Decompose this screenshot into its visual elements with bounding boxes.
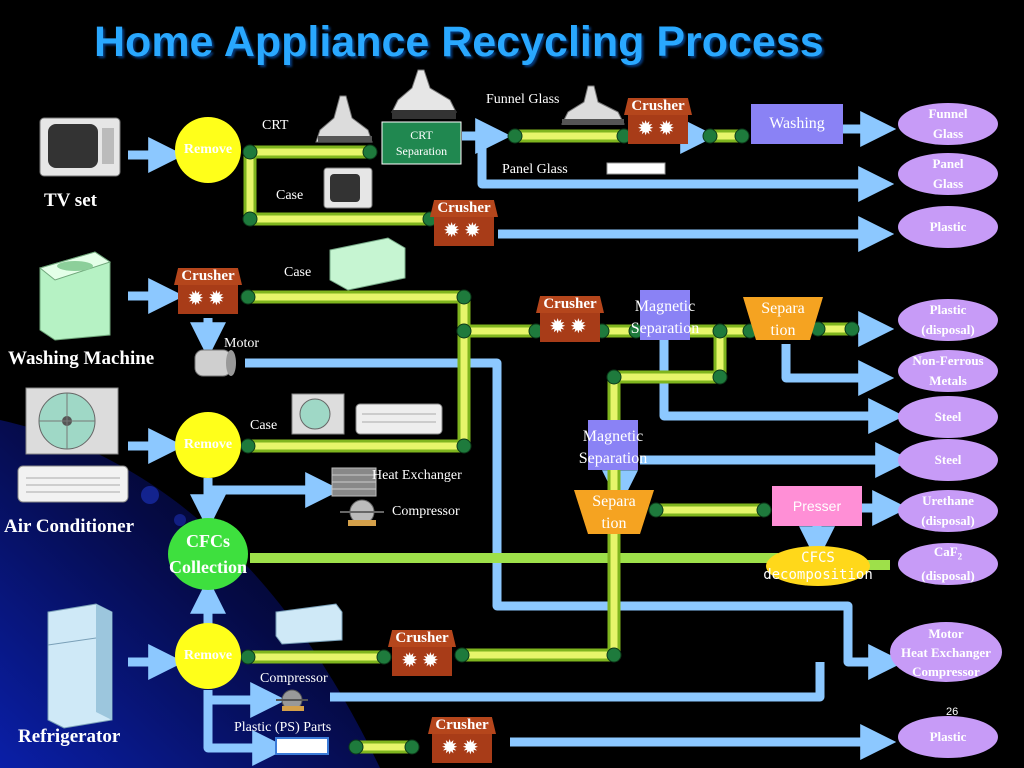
crt-separation-box xyxy=(381,121,462,165)
label-plastic-ps: Plastic (PS) Parts xyxy=(234,720,332,735)
label-air-conditioner: Air Conditioner xyxy=(4,516,135,537)
ac-outdoor-illustration xyxy=(25,387,119,455)
washing-box xyxy=(751,104,843,144)
label-compressor-fridge: Compressor xyxy=(260,671,328,686)
compressor-icon xyxy=(340,499,384,526)
label-compressor-ac: Compressor xyxy=(392,504,460,519)
output-caf2: CaF2(disposal) xyxy=(898,543,998,585)
label-case-ac: Case xyxy=(250,418,278,433)
label-funnel-glass: Funnel Glass xyxy=(486,92,560,107)
output-plastic-2: Plastic xyxy=(898,716,998,758)
label-refrigerator: Refrigerator xyxy=(18,726,121,747)
label-case-tv: Case xyxy=(276,188,304,203)
conveyor-belts xyxy=(240,128,860,755)
tv-illustration xyxy=(39,117,121,177)
label-washing-machine: Washing Machine xyxy=(8,348,155,369)
fridge-compressor-icon xyxy=(276,689,308,711)
output-plastic-1: Plastic xyxy=(898,206,998,248)
label-crt: CRT xyxy=(262,118,289,133)
crt-funnel-icon xyxy=(315,95,373,143)
crusher-washer: Crusher✹✹ xyxy=(174,268,242,314)
motor-icon xyxy=(194,349,236,377)
presser-box xyxy=(772,486,862,526)
label-tv-set: TV set xyxy=(44,190,97,211)
separation-funnel-2 xyxy=(574,490,654,534)
washer-case-icon xyxy=(329,237,406,291)
label-motor: Motor xyxy=(224,336,259,351)
output-urethane: Urethane(disposal) xyxy=(898,490,998,532)
magnetic-separation-box-2 xyxy=(588,420,638,470)
crusher-fridge: Crusher✹✹ xyxy=(388,630,456,676)
remove-station-tv: Remove xyxy=(175,117,241,183)
label-panel-glass: Panel Glass xyxy=(502,162,568,177)
heat-exchanger-icon xyxy=(331,467,377,497)
separation-funnel-1 xyxy=(743,297,823,340)
presser-label: Presser xyxy=(792,498,842,514)
washing-label: Washing xyxy=(769,115,825,132)
ac-case-icon xyxy=(291,393,443,435)
output-steel-2: Steel xyxy=(898,439,998,481)
washer-illustration xyxy=(38,251,112,341)
cfcs-collection-circle xyxy=(168,518,248,590)
output-plastic-disposal: Plastic(disposal) xyxy=(898,299,998,341)
funnel-glass-icon xyxy=(561,85,625,125)
cfcs-decomposition-ellipse xyxy=(766,546,870,586)
fridge-illustration xyxy=(47,603,113,729)
tv-case-icon xyxy=(323,167,373,209)
label-case-washer: Case xyxy=(284,265,312,280)
remove-station-fridge: Remove xyxy=(175,623,241,689)
crusher-tv-case: Crusher✹✹ xyxy=(430,200,498,246)
magnetic-separation-box-1 xyxy=(640,290,690,340)
ac-indoor-illustration xyxy=(17,465,129,503)
remove-station-ac: Remove xyxy=(175,412,241,478)
panel-glass-icon xyxy=(606,162,666,175)
output-steel-1: Steel xyxy=(898,396,998,438)
crusher-main: Crusher✹✹ xyxy=(536,296,604,342)
crusher-plastic: Crusher✹✹ xyxy=(428,717,496,763)
crusher-funnel-glass: Crusher✹✹ xyxy=(624,98,692,144)
plastic-parts-icon xyxy=(275,737,329,755)
page-number: 26 xyxy=(946,706,959,718)
label-heat-exchanger: Heat Exchanger xyxy=(372,468,462,483)
page-title: Home Appliance Recycling Process xyxy=(94,18,824,66)
fridge-case-icon xyxy=(275,603,343,645)
crt-funnel-icon-2 xyxy=(391,69,457,113)
